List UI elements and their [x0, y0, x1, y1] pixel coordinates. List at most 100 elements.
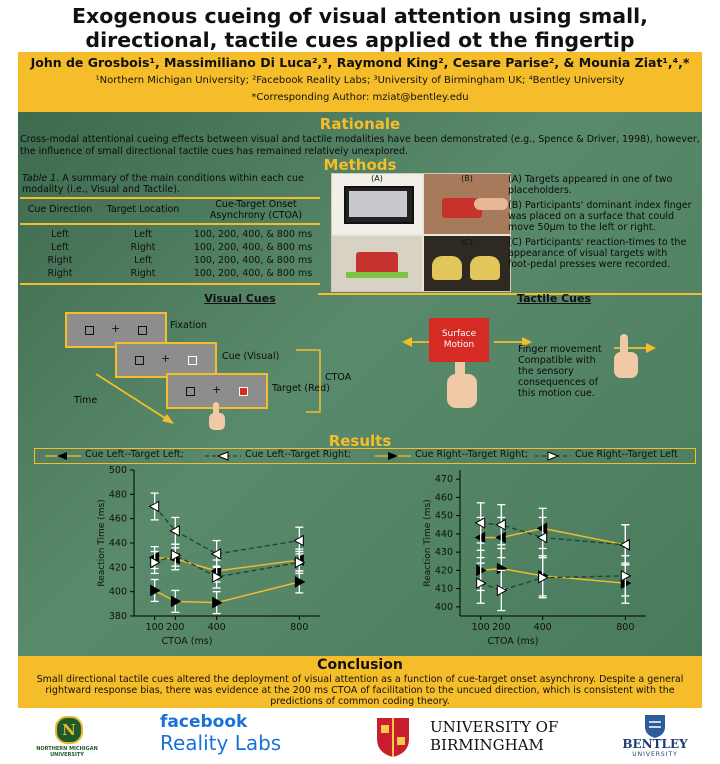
bentley-shield-icon	[645, 715, 665, 738]
data-point-marker	[294, 556, 306, 569]
data-point-marker	[150, 584, 161, 597]
bentley-logo-bottom: UNIVERSITY	[632, 751, 678, 758]
data-point-marker	[538, 571, 549, 584]
red-target	[239, 387, 248, 396]
visual-cues-heading: Visual Cues	[204, 292, 276, 305]
legend-markers	[45, 451, 571, 461]
author-names: John de Grosbois¹, Massimiliano Di Luca²…	[30, 55, 690, 70]
table-cell: Right	[130, 242, 156, 253]
table-top-rule	[20, 197, 320, 199]
title-line-2: directional, tactile cues applied ot the…	[85, 28, 635, 52]
data-point-marker	[620, 570, 632, 582]
photo-label-a: (A)	[371, 174, 383, 183]
legend-item-1: Cue Left--Target Left;	[85, 449, 184, 460]
y-tick-label: 430	[435, 547, 453, 558]
series-line	[154, 506, 300, 555]
col-header-target-location: Target Location	[106, 204, 180, 215]
conclusion-text: Small directional tactile cues altered t…	[36, 674, 684, 707]
device-closeup-image	[356, 252, 398, 274]
rationale-text: Cross-modal attentional cueing effects b…	[20, 134, 700, 157]
bentley-logo: BENTLEY UNIVERSITY	[612, 714, 698, 762]
table-cell: Left	[134, 255, 152, 266]
data-point-marker	[148, 500, 160, 513]
legend-item-3: Cue Right--Target Right;	[415, 449, 529, 460]
conclusion-heading: Conclusion	[317, 657, 403, 673]
x-tick-label: 800	[290, 622, 308, 633]
methods-divider	[318, 293, 702, 295]
left-placeholder	[85, 326, 94, 335]
finger-image	[474, 198, 508, 210]
x-axis-label: CTOA (ms)	[488, 636, 539, 647]
pedal-left-image	[432, 256, 462, 280]
author-band: John de Grosbois¹, Massimiliano Di Luca²…	[18, 52, 702, 112]
y-axis-label: Reaction Time (ms)	[423, 499, 433, 586]
methods-heading: Methods	[323, 156, 397, 174]
cue-screen: +	[115, 342, 217, 378]
y-tick-label: 440	[435, 529, 453, 540]
table-cell: 100, 200, 400, & 800 ms	[193, 268, 313, 279]
monitor-image	[344, 186, 414, 224]
uob-logo-bottom: BIRMINGHAM	[430, 736, 544, 754]
data-point-marker	[294, 576, 306, 588]
table-cell: Right	[47, 268, 73, 279]
photo-device	[332, 236, 422, 291]
fixation-label: Fixation	[170, 320, 208, 331]
target-label: Target (Red)	[272, 383, 330, 394]
conclusion-band: Conclusion Small directional tactile cue…	[18, 656, 702, 708]
x-tick-label: 800	[616, 622, 634, 633]
table-mid-rule	[20, 223, 320, 225]
uob-logo-top: UNIVERSITY OF	[430, 718, 559, 736]
table-bottom-rule	[20, 283, 320, 285]
photo-label-b: (B)	[461, 174, 473, 183]
series-line	[154, 581, 300, 604]
y-tick-label: 500	[109, 465, 127, 476]
pedal-right-image	[470, 256, 500, 280]
legend-item-4: Cue Right--Target Left	[575, 449, 678, 460]
apparatus-photos: (A) (B) (C)	[331, 173, 511, 292]
title-line-1: Exogenous cueing of visual attention usi…	[72, 4, 648, 28]
table-row: Right Right 100, 200, 400, & 800 ms	[20, 267, 320, 280]
table-cell: Left	[51, 242, 69, 253]
data-point-marker	[536, 531, 548, 544]
y-tick-label: 420	[435, 565, 453, 576]
x-tick-label: 200	[166, 622, 184, 633]
bentley-logo-top: BENTLEY	[622, 737, 688, 751]
poster-body: Rationale Cross-modal attentional cueing…	[18, 112, 702, 656]
y-tick-label: 440	[109, 538, 127, 549]
hand-pointer-icon	[209, 402, 225, 430]
surface-motion-box: Surface Motion	[429, 318, 489, 362]
fixation-cross: +	[111, 322, 121, 335]
series-line	[480, 567, 626, 584]
y-tick-label: 460	[435, 492, 453, 503]
logo-bar: N NORTHERN MICHIGAN UNIVERSITY facebook …	[0, 710, 720, 764]
note-a: (A) Targets appeared in one of two place…	[508, 174, 673, 196]
data-point-marker	[170, 549, 182, 562]
right-placeholder	[138, 326, 147, 335]
table-cell: Right	[47, 255, 73, 266]
cue-label: Cue (Visual)	[222, 351, 280, 362]
uob-crest-icon	[376, 717, 416, 757]
y-tick-label: 470	[435, 474, 453, 485]
x-tick-label: 400	[208, 622, 226, 633]
table-caption: Table 1. A summary of the main condition…	[22, 173, 322, 195]
table-cell: Right	[130, 268, 156, 279]
data-point-marker	[619, 538, 630, 551]
table-cell: Left	[51, 229, 69, 240]
x-tick-label: 100	[472, 622, 490, 633]
device-base-image	[346, 272, 408, 278]
data-point-marker	[212, 596, 223, 609]
y-tick-label: 400	[109, 587, 127, 598]
y-tick-label: 410	[435, 584, 453, 595]
col-header-ctoa: Cue-Target Onset Asynchrony (CTOA)	[209, 199, 303, 221]
y-tick-label: 460	[109, 514, 127, 525]
y-axis-label: Reaction Time (ms)	[97, 499, 107, 586]
left-placeholder	[186, 387, 195, 396]
cued-placeholder	[188, 356, 197, 365]
data-point-marker	[169, 524, 180, 537]
tactile-caption: Finger movement Compatible with the sens…	[518, 344, 602, 399]
x-tick-label: 100	[146, 622, 164, 633]
data-point-marker	[496, 584, 508, 597]
facebook-reality-labs-logo: facebook Reality Labs	[160, 713, 330, 755]
fixation-cross: +	[161, 352, 171, 365]
